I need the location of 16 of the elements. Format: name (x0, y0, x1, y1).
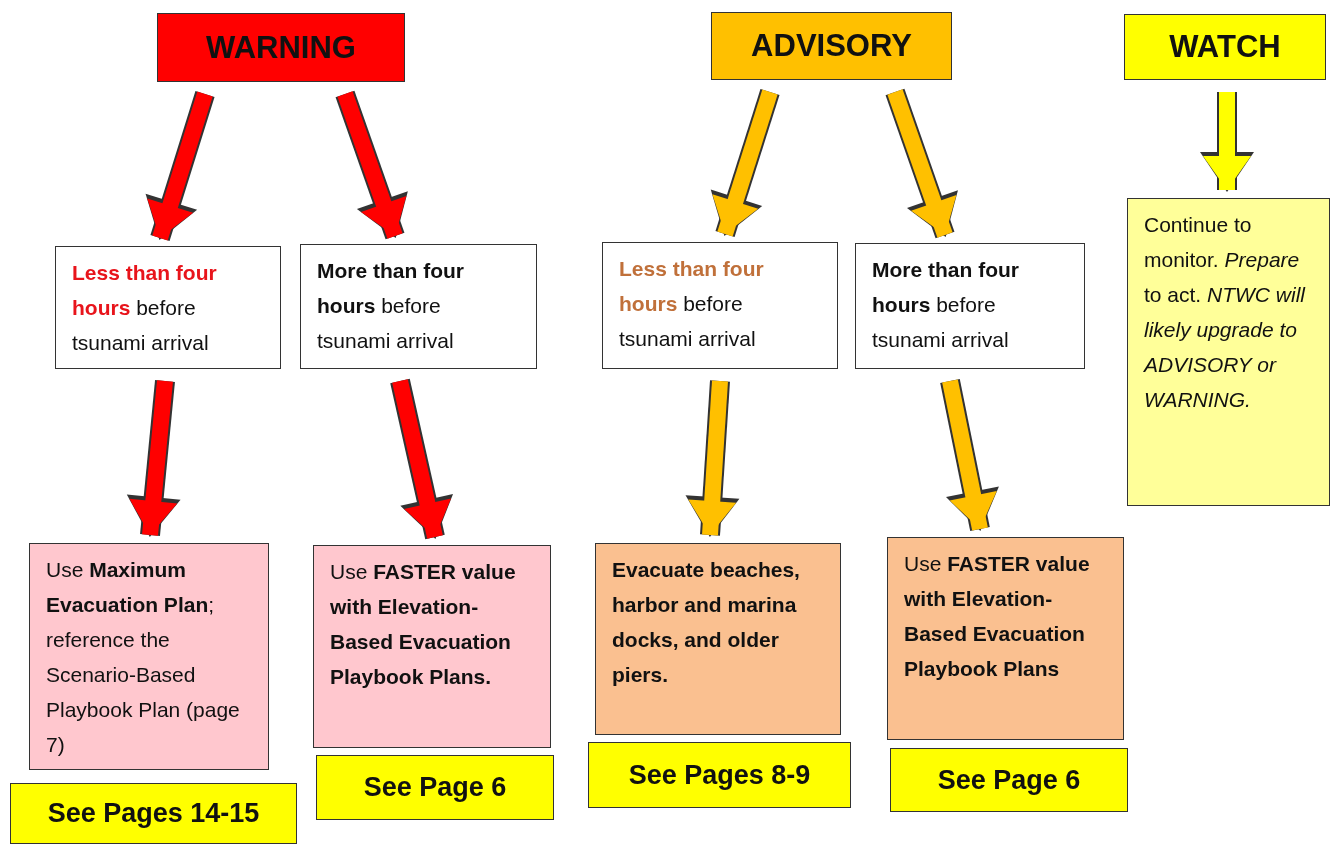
text-box: Less than four hours before tsunami arrival (602, 242, 838, 369)
text-box: Use FASTER value with Elevation-Based Evacuation Playbook Plans (887, 537, 1124, 740)
page-reference-box: See Page 6 (316, 755, 554, 820)
alert-level-box: WARNING (157, 13, 405, 82)
text-box: Evacuate beaches, harbor and marina docks, and older piers. (595, 543, 841, 735)
alert-level-box: WATCH (1124, 14, 1326, 80)
text-box: Less than four hours before tsunami arrival (55, 246, 281, 369)
page-reference-box: See Pages 14-15 (10, 783, 297, 844)
text-box: Use FASTER value with Elevation-Based Evacuation Playbook Plans. (313, 545, 551, 748)
text-box: More than four hours before tsunami arrival (855, 243, 1085, 369)
text-box: Use Maximum Evacuation Plan; reference the Scenario-Based Playbook Plan (page 7) (29, 543, 269, 770)
page-reference-box: See Pages 8-9 (588, 742, 851, 808)
page-reference-box: See Page 6 (890, 748, 1128, 812)
alert-level-box: ADVISORY (711, 12, 952, 80)
text-box: Continue to monitor. Prepare to act. NTWC will likely upgrade to ADVISORY or WARNING. (1127, 198, 1330, 506)
text-box: More than four hours before tsunami arrival (300, 244, 537, 369)
